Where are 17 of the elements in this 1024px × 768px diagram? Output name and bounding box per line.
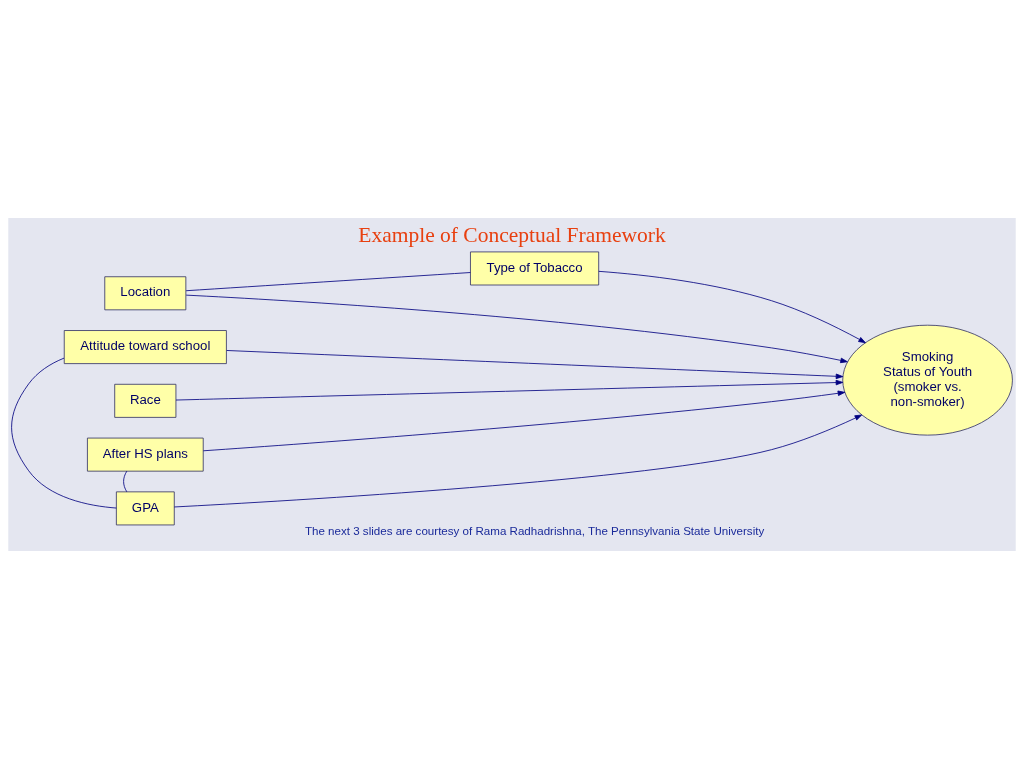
arrow — [175, 379, 844, 400]
node-box: Attitude toward school — [63, 329, 227, 364]
connector — [185, 271, 471, 291]
connector — [123, 470, 128, 492]
caption: The next 3 slides are courtesy of Rama Radhadrishna, The Pennsylvania State University — [304, 524, 765, 537]
arrow — [598, 270, 866, 343]
node-box: GPA — [115, 490, 175, 525]
connector — [11, 357, 117, 508]
node-box: Location — [104, 275, 187, 310]
node-box: After HS plans — [87, 437, 204, 472]
node-box: Race — [114, 383, 177, 418]
arrow — [185, 294, 848, 363]
node-box: Type of Tobacco — [470, 251, 600, 285]
diagram-title: Example of Conceptual Framework — [358, 222, 666, 247]
arrow — [202, 390, 846, 451]
arrow — [226, 349, 844, 379]
arrow — [173, 414, 863, 507]
